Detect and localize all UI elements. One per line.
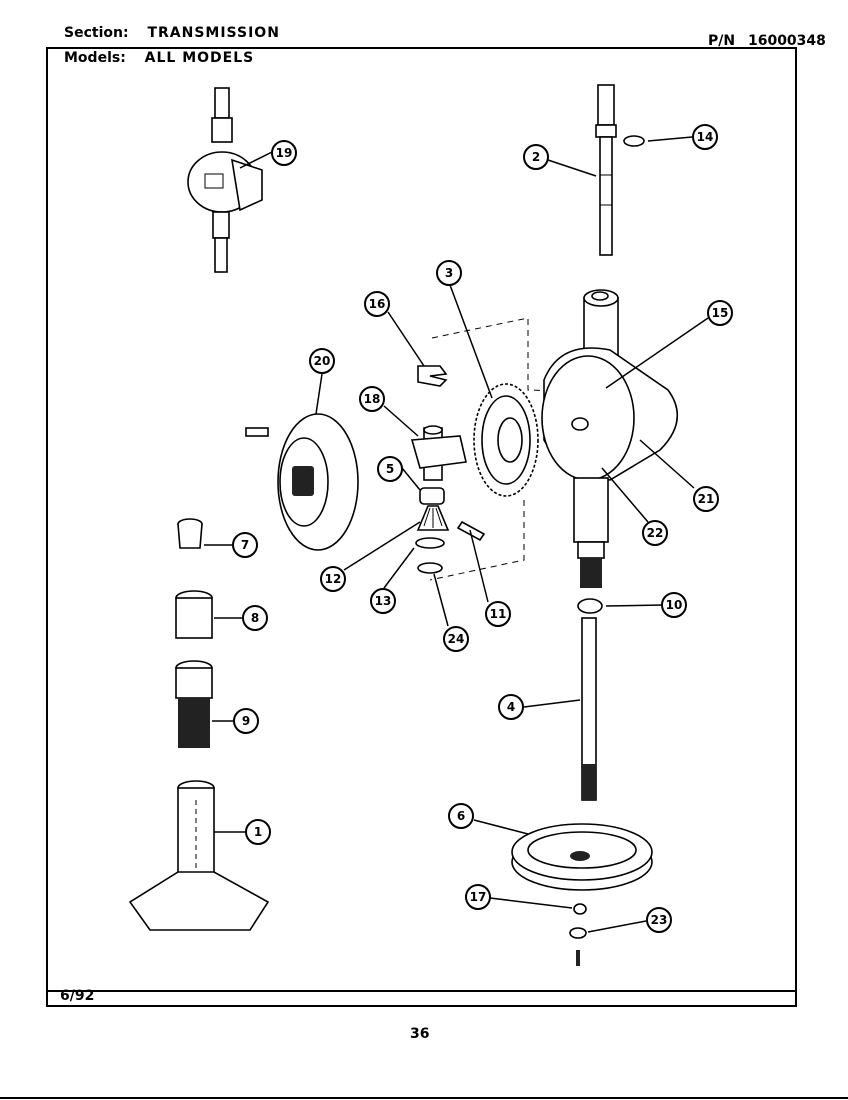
callout-23: 23: [646, 907, 672, 933]
part-23-washer: [569, 927, 587, 939]
callout-4-label: 4: [507, 700, 515, 714]
models-label: Models:: [64, 50, 126, 66]
part-number: P/N 16000348: [708, 33, 826, 49]
callout-12-label: 12: [325, 572, 342, 586]
callout-6-label: 6: [457, 809, 465, 823]
page-bottom-rule: [0, 1097, 848, 1099]
callout-14-label: 14: [697, 130, 714, 144]
callout-13-label: 13: [375, 594, 392, 608]
bolt-screw: [576, 950, 580, 966]
callout-18: 18: [359, 386, 385, 412]
callout-18-label: 18: [364, 392, 381, 406]
callout-17-label: 17: [470, 890, 487, 904]
section-value: TRANSMISSION: [147, 25, 280, 41]
callout-6: 6: [448, 803, 474, 829]
callout-11-label: 11: [490, 607, 507, 621]
callout-23-label: 23: [651, 913, 668, 927]
callout-11: 11: [485, 601, 511, 627]
callout-16: 16: [364, 291, 390, 317]
callout-8-label: 8: [251, 611, 259, 625]
callout-15: 15: [707, 300, 733, 326]
part-20-cover: [245, 413, 359, 551]
part-13-washer: [415, 537, 445, 549]
callout-2: 2: [523, 144, 549, 170]
part-3-gear: [473, 383, 539, 497]
callout-7-label: 7: [241, 538, 249, 552]
section-heading: Section: TRANSMISSION: [64, 25, 280, 41]
models-heading: Models: ALL MODELS: [64, 50, 254, 66]
callout-10-label: 10: [666, 598, 683, 612]
part-8-coupling: [175, 590, 213, 639]
part-16-clip: [417, 365, 448, 387]
callout-17: 17: [465, 884, 491, 910]
callout-3: 3: [436, 260, 462, 286]
callout-24: 24: [443, 626, 469, 652]
part-21-gear-case: [541, 289, 679, 588]
callout-21: 21: [693, 486, 719, 512]
page-number: 36: [410, 1026, 430, 1042]
callout-3-label: 3: [445, 266, 453, 280]
callout-20: 20: [309, 348, 335, 374]
callout-4: 4: [498, 694, 524, 720]
part-7-bushing: [177, 518, 203, 549]
part-1-base: [128, 780, 270, 931]
callout-19-label: 19: [276, 146, 293, 160]
callout-12: 12: [320, 566, 346, 592]
callout-13: 13: [370, 588, 396, 614]
callout-1: 1: [245, 819, 271, 845]
part-17-nut: [573, 903, 587, 915]
callout-8: 8: [242, 605, 268, 631]
callout-16-label: 16: [369, 297, 386, 311]
callout-21-label: 21: [698, 492, 715, 506]
part-19-transmission-assembly: [187, 87, 263, 273]
callout-7: 7: [232, 532, 258, 558]
callout-1-label: 1: [254, 825, 262, 839]
callout-14: 14: [692, 124, 718, 150]
part-2-shaft: [595, 84, 617, 256]
callout-19: 19: [271, 140, 297, 166]
callout-2-label: 2: [532, 150, 540, 164]
callout-22: 22: [642, 520, 668, 546]
callout-5-label: 5: [386, 462, 394, 476]
part-6-pulley: [511, 823, 653, 891]
part-18-crank: [410, 425, 467, 481]
revision-date: 6/92: [60, 988, 95, 1004]
footer-divider: [46, 990, 797, 992]
callout-9: 9: [233, 708, 259, 734]
callout-5: 5: [377, 456, 403, 482]
callout-22-label: 22: [647, 526, 664, 540]
diagram-frame: [46, 47, 797, 1007]
section-label: Section:: [64, 25, 129, 41]
callout-20-label: 20: [314, 354, 331, 368]
part-10-seal: [577, 598, 603, 614]
assembly-dash-lines: [429, 317, 601, 581]
part-9-spline-sleeve: [175, 660, 213, 748]
leader-lines: [204, 136, 709, 933]
callout-9-label: 9: [242, 714, 250, 728]
part-5-bushing: [419, 487, 445, 505]
part-4-shaft: [581, 617, 597, 801]
part-24-washer: [417, 562, 443, 574]
callout-10: 10: [661, 592, 687, 618]
part-14-snap-ring: [623, 135, 645, 147]
callout-15-label: 15: [712, 306, 729, 320]
part-number-label: P/N: [708, 33, 736, 49]
models-value: ALL MODELS: [144, 50, 255, 66]
callout-24-label: 24: [448, 632, 465, 646]
part-12-pinion-gear: [416, 505, 450, 531]
part-number-value: 16000348: [747, 33, 826, 49]
